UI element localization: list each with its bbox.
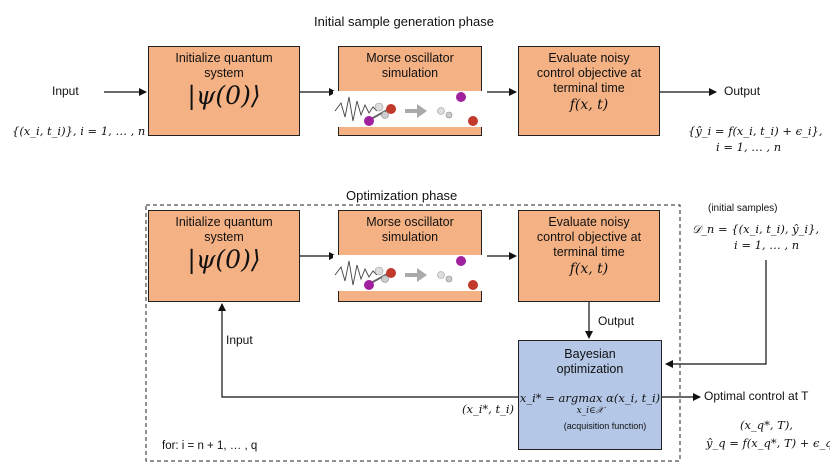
eval2-box-line2: control objective at	[536, 230, 642, 244]
eval-box-line3: terminal time	[553, 81, 625, 95]
init2-box-line2: system	[204, 230, 244, 244]
top-output-label: Output	[724, 84, 761, 98]
top-input-label: Input	[52, 84, 79, 98]
eval-box-formula: f(x, t)	[569, 97, 609, 113]
morse2-box-line2: simulation	[381, 230, 439, 244]
init-box-line2: system	[204, 66, 244, 80]
evaluate-objective-box-bottom: Evaluate noisy control objective at term…	[518, 210, 660, 302]
bayes-line1: Bayesian	[564, 347, 616, 361]
bayes-subscript: x_i∈𝒳	[576, 406, 604, 416]
psi-initial-state-2: |ψ(0)⟩	[187, 245, 261, 274]
morse-box-line2: simulation	[381, 66, 439, 80]
bottom-output-label: Output	[598, 314, 635, 328]
eval2-box-formula: f(x, t)	[569, 261, 609, 277]
top-phase-title: Initial sample generation phase	[314, 14, 494, 29]
loop-range-label: for: i = n + 1, … , q	[162, 440, 258, 452]
init-quantum-box-top: Initialize quantum system |ψ(0)⟩	[148, 46, 300, 136]
evaluate-objective-box-top: Evaluate noisy control objective at term…	[518, 46, 660, 136]
optimal-eq1: (x_q*, T),	[740, 418, 793, 432]
optimization-phase-title: Optimization phase	[346, 188, 458, 203]
eval-box-line1: Evaluate noisy	[548, 51, 630, 65]
morse2-box-line1: Morse oscillator	[366, 215, 454, 229]
bayes-formula: x_i* = argmax α(x_i, t_i)	[519, 391, 661, 405]
arrow-bayes-to-init	[218, 303, 518, 398]
psi-initial-state: |ψ(0)⟩	[187, 81, 261, 110]
candidate-point-label: (x_i*, t_i)	[462, 402, 514, 416]
eval-box-line2: control objective at	[536, 66, 642, 80]
eval2-box-line3: terminal time	[553, 245, 625, 259]
bayes-line2: optimization	[556, 362, 624, 376]
dataset-eq1: 𝒟_n = {(x_i, t_i), ŷ_i},	[692, 222, 820, 236]
bayesian-optimization-box: Bayesian optimization x_i* = argmax α(x_…	[518, 340, 662, 450]
optimal-eq2: ŷ_q = f(x_q*, T) + ϵ_q	[706, 436, 830, 450]
optimization-boundary	[145, 204, 681, 462]
top-input-set: {(x_i, t_i)}, i = 1, … , n	[12, 124, 146, 138]
morse-box-line1: Morse oscillator	[366, 51, 454, 65]
morse-oscillator-box-top: Morse oscillator simulation	[333, 46, 487, 136]
init2-box-line1: Initialize quantum	[175, 215, 273, 229]
eval2-box-line1: Evaluate noisy	[548, 215, 630, 229]
optimal-control-label: Optimal control at T	[704, 389, 809, 403]
top-output-eq2: i = 1, … , n	[716, 140, 782, 154]
dataset-eq2: i = 1, … , n	[734, 238, 800, 252]
molecule-illustration-2	[333, 255, 487, 291]
acquisition-function-label: (acquisition function)	[563, 421, 647, 431]
top-output-eq1: {ŷ_i = f(x_i, t_i) + ϵ_i},	[688, 124, 823, 138]
molecule-illustration	[333, 91, 487, 127]
init-box-line1: Initialize quantum	[175, 51, 273, 65]
arrow-samples-to-bayes	[665, 260, 767, 368]
morse-oscillator-box-bottom: Morse oscillator simulation	[333, 210, 487, 302]
bottom-input-label: Input	[226, 333, 253, 347]
init-quantum-box-bottom: Initialize quantum system |ψ(0)⟩	[148, 210, 300, 302]
initial-samples-label: (initial samples)	[708, 203, 778, 214]
